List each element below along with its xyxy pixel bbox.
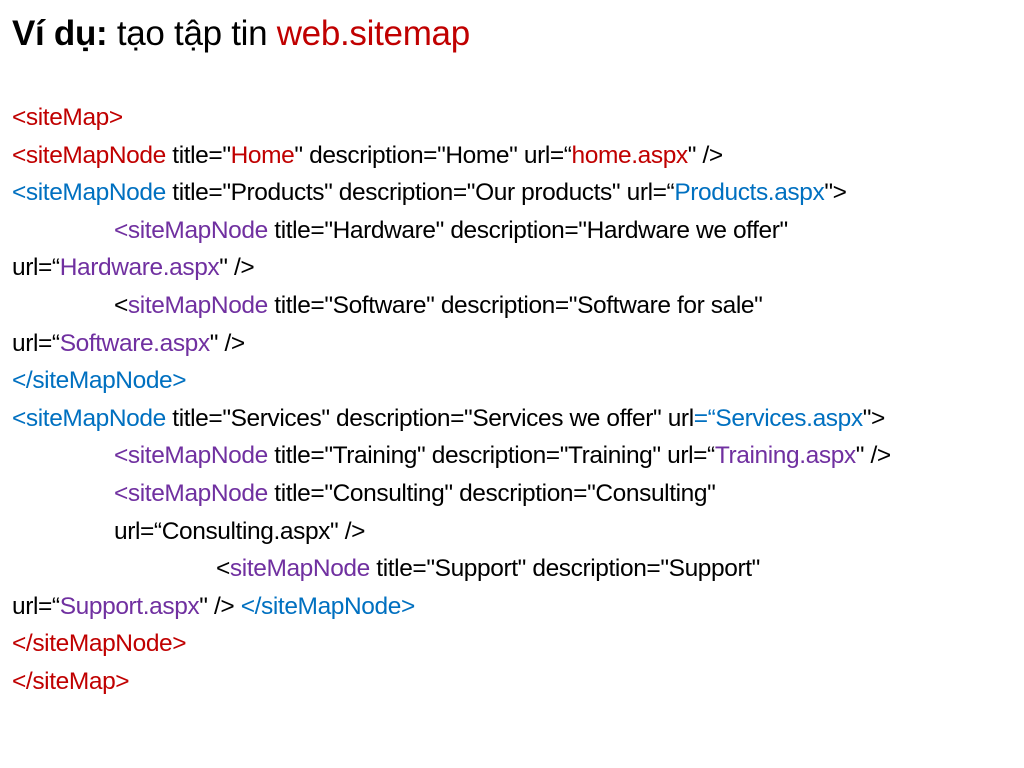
code-segment: Home [230,141,295,169]
code-line: <siteMap> [12,99,1012,137]
code-line: <siteMapNode title="Support" description… [12,550,1012,588]
code-segment: Support.aspx [59,592,200,620]
code-segment: <siteMapNode [114,442,268,470]
code-segment: title="Support" description="Support" [369,555,760,583]
code-segment: title="Software" description="Software f… [267,291,763,319]
code-segment: title="Products" description="Our produc… [165,179,675,207]
code-segment: <siteMap> [12,104,123,131]
code-segment: url=“Consulting.aspx" /> [114,517,366,545]
code-segment: url=“ [12,254,60,282]
code-line: url=“Support.aspx" /> </siteMapNode> [12,588,1012,626]
code-segment: home.aspx [571,141,689,169]
code-segment: <siteMapNode [12,404,166,432]
code-segment: " /> [219,254,255,282]
code-segment: <siteMapNode [12,141,166,169]
code-line: <siteMapNode title="Products" descriptio… [12,174,1012,212]
code-segment: < [114,291,128,319]
code-segment: url=“ [12,592,60,620]
code-line: <siteMapNode title="Training" descriptio… [12,437,1012,475]
code-segment: </siteMapNode> [12,630,187,658]
title-text: tạo tập tin [107,14,277,53]
code-segment: url=“ [12,329,60,357]
code-segment: </siteMapNode> [12,367,187,395]
code-segment: " /> [855,442,891,470]
code-segment: siteMapNode [229,555,370,583]
code-segment: "> [824,179,847,207]
code-line: <siteMapNode title="Services" descriptio… [12,400,1012,438]
code-segment: " /> [687,141,723,169]
code-segment: " /> [199,592,241,620]
code-segment: " /> [209,329,245,357]
code-segment: <siteMapNode [114,479,268,507]
code-line: </siteMapNode> [12,362,1012,400]
code-line: <siteMapNode title="Consulting" descript… [12,475,1012,513]
code-segment: siteMapNode [127,291,268,319]
code-segment: title="Training" description="Training" … [267,442,715,470]
title-label: Ví dụ: [12,14,108,53]
code-line: url=“Consulting.aspx" /> [12,513,1012,551]
title-filename: web.sitemap [276,14,470,53]
code-segment: " description="Home" url=“ [294,141,572,169]
code-segment: <siteMapNode [114,216,268,244]
code-segment: </siteMap> [12,667,130,695]
code-segment: <siteMapNode [12,179,166,207]
slide-title: Ví dụ: tạo tập tin web.sitemap [12,12,470,56]
code-segment: Software.aspx [59,329,210,357]
code-segment: < [216,555,230,583]
code-line: url=“Software.aspx" /> [12,325,1012,363]
code-line: <siteMapNode title="Hardware" descriptio… [12,212,1012,250]
code-segment: title="Consulting" description="Consulti… [267,479,716,507]
code-segment: Products.aspx [674,179,825,207]
code-line: </siteMapNode> [12,625,1012,663]
code-segment: title="Hardware" description="Hardware w… [267,216,788,244]
code-segment: title=" [165,141,231,169]
code-segment: title="Services" description="Services w… [165,404,694,432]
code-line: <siteMapNode title="Software" descriptio… [12,287,1012,325]
code-line: </siteMap> [12,663,1012,701]
code-segment: "> [862,404,886,432]
code-segment: Training.aspx [714,442,856,470]
code-segment: Hardware.aspx [59,254,220,282]
code-line: <siteMapNode title="Home" description="H… [12,137,1012,175]
code-segment: =“Services.aspx [693,404,863,432]
code-segment: </siteMapNode> [240,592,416,620]
code-line: url=“Hardware.aspx" /> [12,249,1012,287]
code-block: <siteMap><siteMapNode title="Home" descr… [12,99,1012,701]
